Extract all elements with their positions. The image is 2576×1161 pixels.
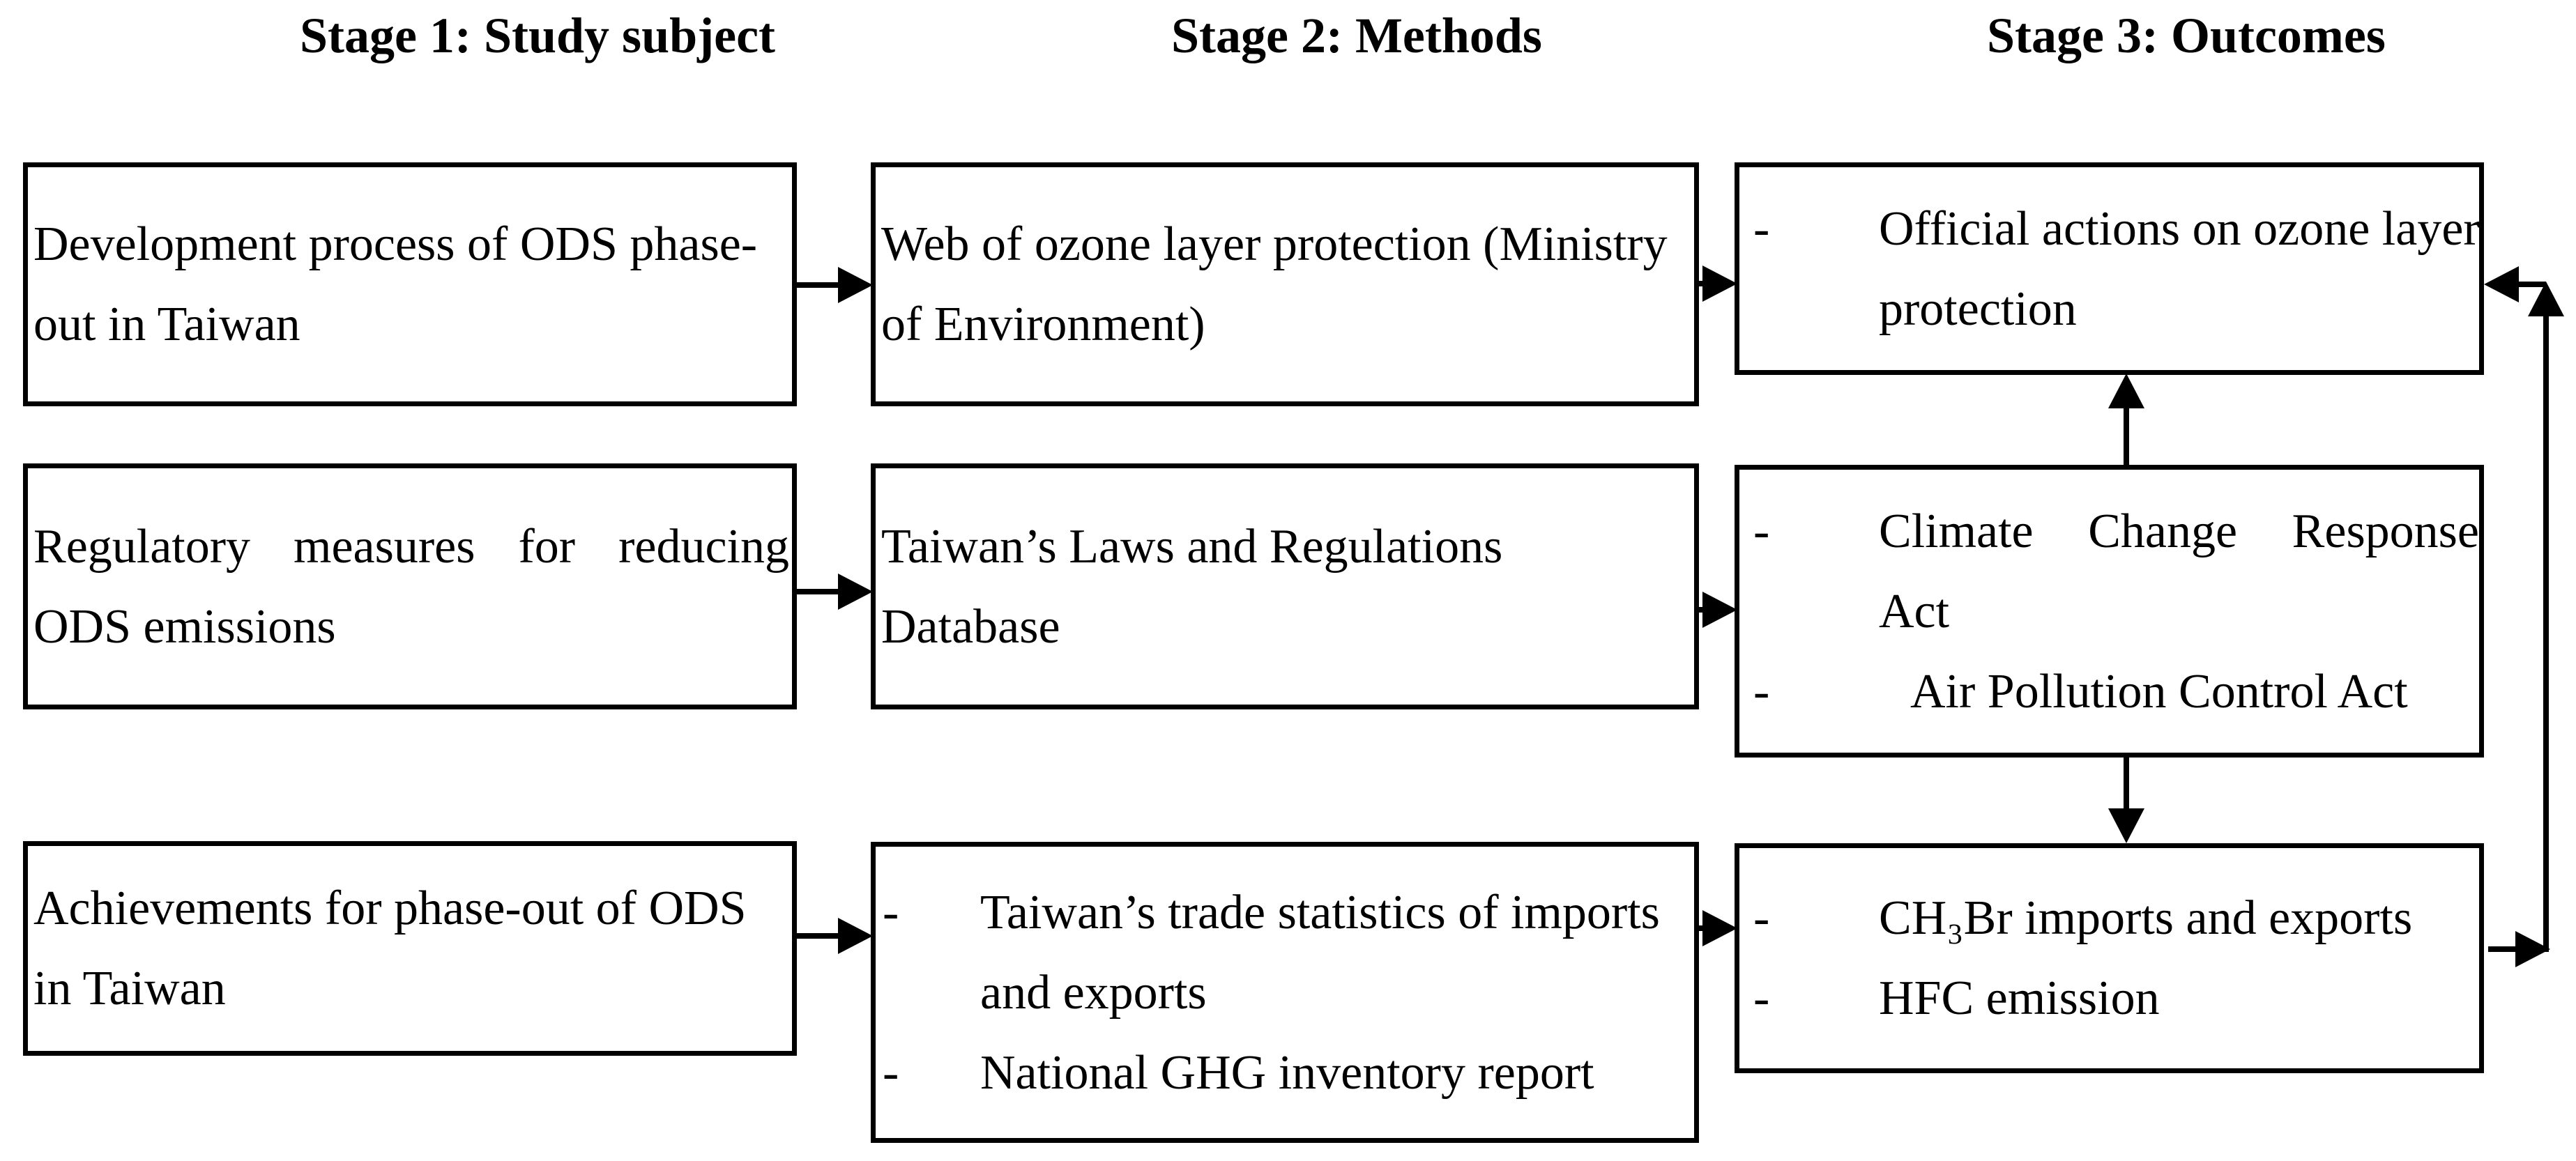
box-text: and exports [980, 965, 1207, 1020]
stage-2-header: Stage 2: Methods [1171, 8, 1542, 63]
arrow-line-method1-to-outcome1 [1694, 281, 1708, 286]
arrowhead-down-icon [2108, 808, 2144, 843]
arrow-line-outcome2-to-outcome1 [2124, 408, 2129, 465]
arrow-line-subject2-to-method2 [797, 589, 840, 594]
arrowhead-right-icon [1702, 910, 1737, 946]
box-text: Taiwan’s trade statistics of imports [980, 885, 1660, 939]
bullet-line: - Climate Change Response [1739, 491, 2479, 571]
bullet-dash: - [883, 1045, 899, 1100]
arrow-line-subject1-to-method1 [797, 282, 840, 288]
bullet-line: - CH₃Br imports and exports [1739, 878, 2479, 958]
box-text: Database [881, 599, 1060, 654]
arrowhead-up-icon [2108, 374, 2144, 408]
box-text: Taiwan’s Laws and Regulations [881, 519, 1503, 574]
box-web-of-ozone-layer-protection: Web of ozone layer protection (Ministry o… [871, 162, 1699, 406]
box-text: Air Pollution Control Act [1910, 664, 2408, 718]
text-line: Development process of ODS phase- [28, 204, 792, 284]
stage-1-header: Stage 1: Study subject [300, 8, 776, 63]
box-text: Development process of ODS phase- [33, 217, 758, 271]
feedback-line-from-outcome3 [2488, 946, 2517, 952]
text-line: Act [1739, 571, 2479, 652]
box-text: Web of ozone layer protection (Ministry [881, 217, 1668, 271]
bullet-line: - HFC emission [1739, 958, 2479, 1038]
box-text: Official actions on ozone layer [1879, 201, 2480, 256]
box-text: of Environment) [881, 298, 1205, 351]
arrowhead-right-icon [1702, 592, 1737, 628]
box-achievements-phase-out: Achievements for phase-out of ODS in Taiw… [23, 841, 797, 1056]
box-trade-stats-ghg-inventory: - Taiwan’s trade statistics of imports and… [871, 842, 1699, 1143]
text-line: protection [1739, 269, 2479, 349]
arrowhead-right-icon [838, 918, 873, 954]
bullet-line: - National GHG inventory report [876, 1033, 1694, 1113]
text-line: Achievements for phase-out of ODS [28, 868, 792, 948]
text-line: in Taiwan [28, 948, 792, 1029]
box-text: protection [1879, 282, 2077, 336]
arrowhead-left-icon [2484, 266, 2519, 302]
box-text: out in Taiwan [33, 298, 300, 351]
bullet-dash: - [1753, 201, 1770, 256]
arrowhead-right-icon [1702, 266, 1737, 302]
box-text: ODS emissions [33, 599, 336, 654]
box-development-process: Development process of ODS phase-out in … [23, 162, 797, 406]
box-ch3br-hfc: - CH₃Br imports and exports - HFC emission [1735, 843, 2484, 1073]
box-text: CH₃Br imports and exports [1879, 891, 2413, 945]
box-text: in Taiwan [33, 962, 226, 1015]
text-line: of Environment) [876, 284, 1694, 364]
box-text: Act [1879, 584, 1950, 638]
arrow-line-subject3-to-method3 [797, 933, 840, 939]
box-text: Regulatory measures for reducing [33, 519, 789, 574]
bullet-line: - Taiwan’s trade statistics of imports [876, 872, 1694, 953]
box-official-actions: - Official actions on ozone layer protecti… [1735, 162, 2484, 375]
bullet-dash: - [1753, 504, 1770, 558]
arrow-line-method2-to-outcome2 [1694, 607, 1708, 613]
bullet-dash: - [1753, 664, 1770, 718]
arrowhead-right-icon [838, 267, 873, 303]
box-text: Climate Change Response [1879, 504, 2479, 558]
feedback-vertical-line [2543, 314, 2549, 952]
box-text: HFC emission [1879, 971, 2160, 1025]
arrowhead-right-icon [838, 574, 873, 610]
arrowhead-up-icon [2528, 282, 2564, 316]
text-line: Database [876, 587, 1694, 667]
text-line: Web of ozone layer protection (Ministry [876, 204, 1694, 284]
box-text: National GHG inventory report [980, 1045, 1594, 1100]
bullet-dash: - [1753, 971, 1770, 1025]
stage-3-header: Stage 3: Outcomes [1987, 8, 2386, 63]
text-line: Taiwan’s Laws and Regulations [876, 507, 1694, 587]
bullet-dash: - [883, 885, 899, 939]
text-line: Regulatory measures for reducing [28, 507, 792, 587]
arrow-line-outcome2-to-outcome3 [2124, 758, 2129, 810]
text-line: and exports [876, 953, 1694, 1033]
arrow-line-method3-to-outcome3 [1694, 925, 1708, 931]
bullet-line: - Official actions on ozone layer [1739, 189, 2479, 269]
box-text: Achievements for phase-out of ODS [33, 882, 747, 935]
text-line: ODS emissions [28, 587, 792, 667]
text-line: out in Taiwan [28, 284, 792, 364]
bullet-line: - Air Pollution Control Act [1739, 652, 2479, 732]
feedback-line-to-outcome1 [2514, 282, 2546, 287]
bullet-dash: - [1753, 891, 1770, 945]
